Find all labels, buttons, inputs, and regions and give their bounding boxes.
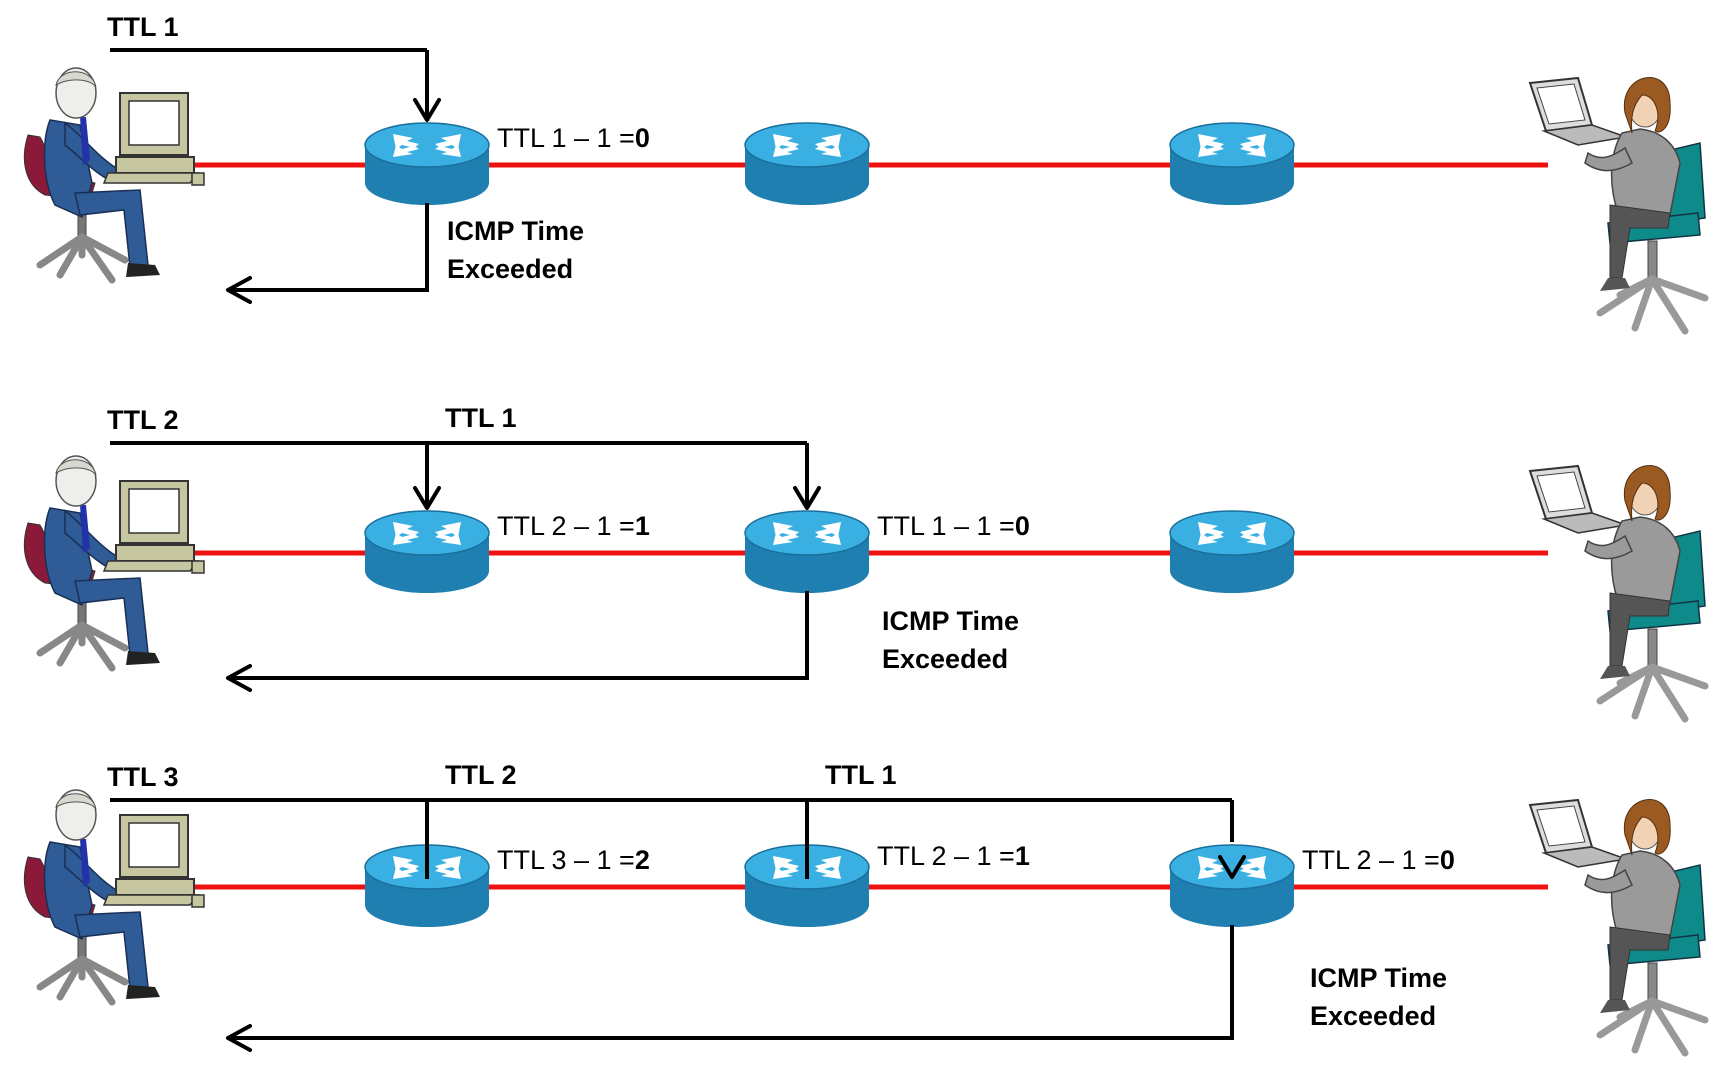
arrowhead-down-icon — [413, 486, 441, 510]
ttl-calc-expression: TTL 2 – 1 = — [1302, 845, 1440, 875]
icmp-time-exceeded-label: ICMP Time — [447, 216, 584, 246]
router-icon — [1169, 844, 1295, 928]
ttl-calc-text: TTL 1 – 1 =0 — [497, 123, 650, 153]
icmp-time-exceeded-label: Exceeded — [1310, 1001, 1436, 1031]
icmp-time-exceeded-label: Exceeded — [447, 254, 573, 284]
icmp-time-exceeded-label: ICMP Time — [882, 606, 1019, 636]
icmp-label-line2: Exceeded — [447, 254, 573, 284]
icmp-return-path — [230, 591, 809, 680]
ttl-calc-expression: TTL 2 – 1 = — [497, 511, 635, 541]
ttl-start-text: TTL 1 — [107, 12, 179, 42]
icmp-label-line2: Exceeded — [882, 644, 1008, 674]
man-at-desktop-icon — [24, 790, 204, 1002]
ttl-calc-result: 0 — [1015, 511, 1030, 541]
router-icon — [744, 122, 870, 206]
woman-at-laptop-icon — [1530, 466, 1705, 719]
arrowhead-down-icon — [793, 486, 821, 510]
ttl-calc-expression: TTL 1 – 1 = — [877, 511, 1015, 541]
ttl-hop-text: TTL 1 — [445, 403, 517, 433]
ttl-calc-expression: TTL 1 – 1 = — [497, 123, 635, 153]
router-icon — [744, 510, 870, 594]
ttl-hop-label: TTL 1 — [445, 403, 517, 433]
ttl-start-text: TTL 2 — [107, 405, 179, 435]
ttl-calc-result: 2 — [635, 845, 650, 875]
router-icon — [1169, 122, 1295, 206]
man-at-desktop-icon — [24, 68, 204, 280]
ttl-calc-expression: TTL 2 – 1 = — [877, 841, 1015, 871]
ttl-calc-text: TTL 2 – 1 =1 — [497, 511, 650, 541]
arrowhead-down-icon — [413, 98, 441, 122]
ttl-start-label: TTL 2 — [107, 405, 179, 435]
woman-at-laptop-icon — [1530, 78, 1705, 331]
router-icon — [1169, 510, 1295, 594]
ttl-calc-expression: TTL 3 – 1 = — [497, 845, 635, 875]
arrowhead-left-icon — [226, 664, 252, 692]
man-at-desktop-icon — [24, 456, 204, 668]
ttl-calc-result: 1 — [635, 511, 650, 541]
arrowhead-left-icon — [226, 276, 252, 304]
ttl-calc-text: TTL 2 – 1 =1 — [877, 841, 1030, 871]
icmp-label-line2: Exceeded — [1310, 1001, 1436, 1031]
ttl-calc-text: TTL 3 – 1 =2 — [497, 845, 650, 875]
icmp-label-line1: ICMP Time — [882, 606, 1019, 636]
arrowhead-left-icon — [226, 1024, 252, 1052]
ttl-calc-result: 0 — [635, 123, 650, 153]
ttl-hop-label: TTL 2 — [445, 760, 517, 790]
icmp-return-path — [230, 203, 429, 292]
ttl-calc-result: 1 — [1015, 841, 1030, 871]
router-icon — [364, 510, 490, 594]
icmp-return-path — [230, 925, 1234, 1040]
ttl-hop-text: TTL 1 — [825, 760, 897, 790]
ttl-start-label: TTL 1 — [107, 12, 179, 42]
ttl-calc-result: 0 — [1440, 845, 1455, 875]
ttl-hop-label: TTL 1 — [825, 760, 897, 790]
ttl-start-label: TTL 3 — [107, 762, 179, 792]
ttl-hop-text: TTL 2 — [445, 760, 517, 790]
ttl-calc-text: TTL 1 – 1 =0 — [877, 511, 1030, 541]
icmp-time-exceeded-label: ICMP Time — [1310, 963, 1447, 993]
ttl-calc-text: TTL 2 – 1 =0 — [1302, 845, 1455, 875]
icmp-label-line1: ICMP Time — [447, 216, 584, 246]
arrowhead-down-icon — [1218, 855, 1246, 879]
router-icon — [364, 122, 490, 206]
woman-at-laptop-icon — [1530, 800, 1705, 1053]
icmp-label-line1: ICMP Time — [1310, 963, 1447, 993]
ttl-start-text: TTL 3 — [107, 762, 179, 792]
icmp-time-exceeded-label: Exceeded — [882, 644, 1008, 674]
